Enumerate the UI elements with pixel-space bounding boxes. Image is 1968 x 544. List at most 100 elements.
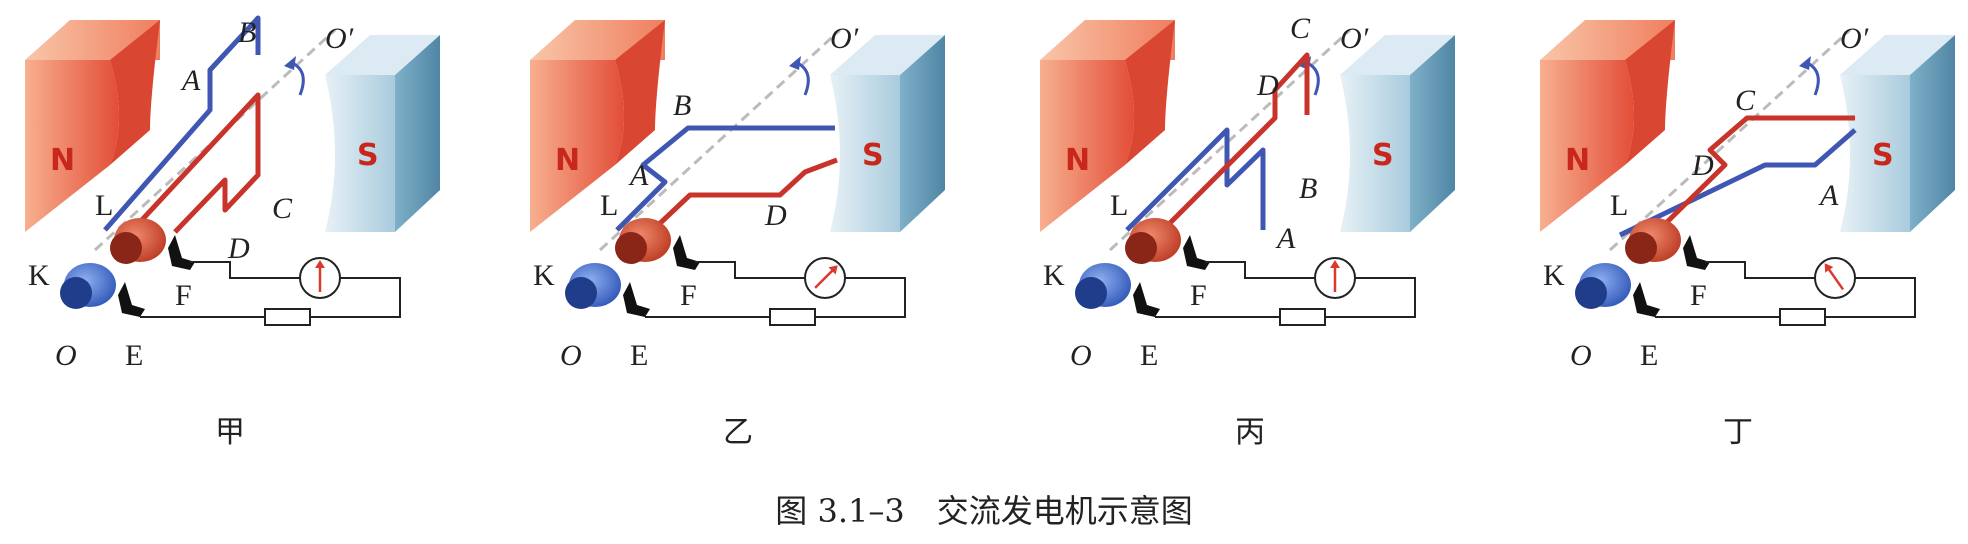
label-ring-l: L [1110,189,1128,222]
label-ring-l: L [95,189,113,222]
label-axis-start: O [55,339,77,372]
brush-f [673,235,700,270]
label-ring-l: L [1610,189,1628,222]
label-corner-a: A [1275,222,1296,255]
needle-line [814,268,835,289]
resistor [264,308,311,326]
label-ring-k: K [28,259,50,292]
needle-line [1827,267,1845,291]
coil-wire-blue [1125,127,1266,232]
magnet-north: N [1040,20,1175,232]
label-corner-a: A [628,159,649,192]
needle-head [828,265,838,275]
brush-f [168,235,195,270]
slip-ring-k-hole [1075,277,1107,309]
label-axis-end: O′ [830,22,859,55]
magnet-north: N [25,20,160,232]
coil-wire-red [653,157,838,230]
figure-caption: 图 3.1–3 交流发电机示意图 [775,492,1192,530]
brush-f [1683,235,1710,270]
galvanometer-needle [315,260,325,292]
label-ring-k: K [1043,259,1065,292]
brush-e [1633,282,1660,317]
label-corner-b: B [238,16,256,49]
pole-n-label: N [1065,143,1090,178]
coil-wire-red [1661,115,1855,228]
pole-s-label: S [357,138,379,173]
magnet-south-front [325,75,395,232]
coil-wire-red [138,92,261,234]
label-corner-d: D [1691,149,1714,182]
resistor [1779,308,1826,326]
label-corner-a: A [180,64,201,97]
circuit-wire-top [1205,261,1315,279]
magnet-north: N [530,20,665,232]
rotation-axis [1108,28,1352,252]
rotation-arrowhead [789,56,801,70]
label-corner-b: B [673,89,691,122]
label-corner-b: B [1299,172,1317,205]
label-corner-d: D [764,199,787,232]
label-axis-start: O [560,339,582,372]
galvanometer-needle [1330,260,1340,292]
subtitle-ding: 丁 [1723,415,1753,450]
pole-n-label: N [555,143,580,178]
magnet-north-front [530,60,624,232]
magnet-north-front [1540,60,1634,232]
subtitle-yi: 乙 [723,415,753,450]
brush-e [118,282,145,317]
magnet-south-side [1410,35,1455,232]
label-corner-a: A [1818,179,1839,212]
needle-head [1824,263,1834,273]
brush-f [1183,235,1210,270]
magnet-south-side [395,35,440,232]
label-corner-c: C [1735,84,1756,117]
coil-wire-red [1163,52,1310,230]
subtitle-jia: 甲 [215,415,245,450]
coil-wire-blue [615,125,835,232]
rotation-arrowhead [1799,56,1811,70]
brush-e [623,282,650,317]
circuit-wire-right [1855,277,1916,318]
circuit-wire-top [695,261,805,279]
label-brush-f: F [1190,279,1207,312]
magnet-north-face [110,20,160,165]
magnet-north-face [1125,20,1175,165]
slip-ring-l-hole [615,232,647,264]
label-ring-k: K [533,259,555,292]
magnet-south-front [1340,75,1410,232]
label-brush-e: E [1140,339,1158,372]
label-brush-e: E [1640,339,1658,372]
circuit-wire-right [1355,277,1416,318]
magnet-north-face [615,20,665,165]
label-axis-end: O′ [1340,22,1369,55]
magnet-south: S [1840,35,1955,232]
galvanometer-needle [1824,263,1845,291]
needle-head [315,260,325,268]
label-ring-k: K [1543,259,1565,292]
resistor [1279,308,1326,326]
magnet-south-top [1340,35,1455,75]
label-brush-f: F [175,279,192,312]
label-brush-e: E [125,339,143,372]
galvanometer-needle [814,265,838,289]
label-brush-e: E [630,339,648,372]
rotation-arrowhead [284,56,296,70]
magnet-south: S [830,35,945,232]
label-corner-d: D [227,232,250,265]
magnet-south: S [325,35,440,232]
circuit-wire-right [340,277,401,318]
slip-ring-l-hole [1625,232,1657,264]
rotation-axis [598,28,842,252]
rotation-axis [1608,28,1852,252]
magnet-south-top [830,35,945,75]
circuit-wire-top [190,261,300,279]
label-brush-f: F [680,279,697,312]
magnet-south-top [325,35,440,75]
circuit-wire-top [1705,261,1815,279]
magnet-north: N [1540,20,1675,232]
